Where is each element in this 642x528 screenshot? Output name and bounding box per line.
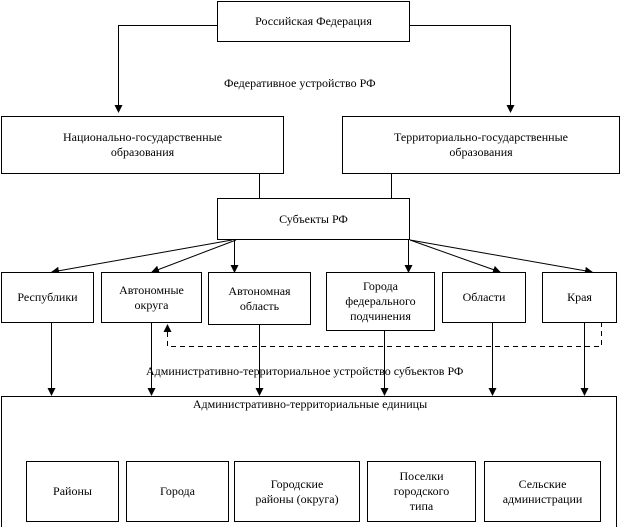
node-subjects: Субъекты РФ [217, 198, 410, 240]
edge-subjects-republics [51, 239, 233, 275]
node-oblasts: Области [442, 272, 526, 323]
edge-root-national [114, 25, 218, 113]
node-territorial-state: Территориально-государственные образован… [342, 116, 620, 174]
edge-subjects-okrugs [151, 239, 237, 274]
node-national-state: Национально-государственные образования [1, 116, 284, 174]
edge-subjects-oblasts [409, 239, 501, 274]
node-settlements: Поселки городского типа [367, 461, 476, 522]
edge-subjects-krais [409, 239, 593, 275]
edge-root-territorial [409, 25, 515, 113]
node-districts: Районы [26, 461, 119, 522]
node-autonomous-oblast: Автономная область [208, 272, 311, 325]
node-russian-federation: Российская Федерация [217, 1, 410, 42]
node-rural-administrations: Сельские администрации [484, 461, 601, 522]
node-cities: Города [126, 461, 229, 522]
node-krais: Края [542, 272, 617, 323]
label-federal-structure: Федеративное устройство РФ [224, 76, 376, 90]
node-city-districts: Городские районы (округа) [234, 461, 360, 522]
admin-units-container: Административно-территориальные единицы [1, 396, 617, 527]
edge-krais-okrugs-dashed [163, 322, 602, 347]
label-admin-structure: Административно-территориальное устройст… [146, 364, 464, 378]
node-autonomous-okrugs: Автономные округа [101, 272, 202, 323]
node-republics: Республики [1, 272, 94, 323]
admin-units-title: Административно-территориальные единицы [192, 397, 428, 411]
node-federal-cities: Города федерального подчинения [326, 272, 435, 331]
